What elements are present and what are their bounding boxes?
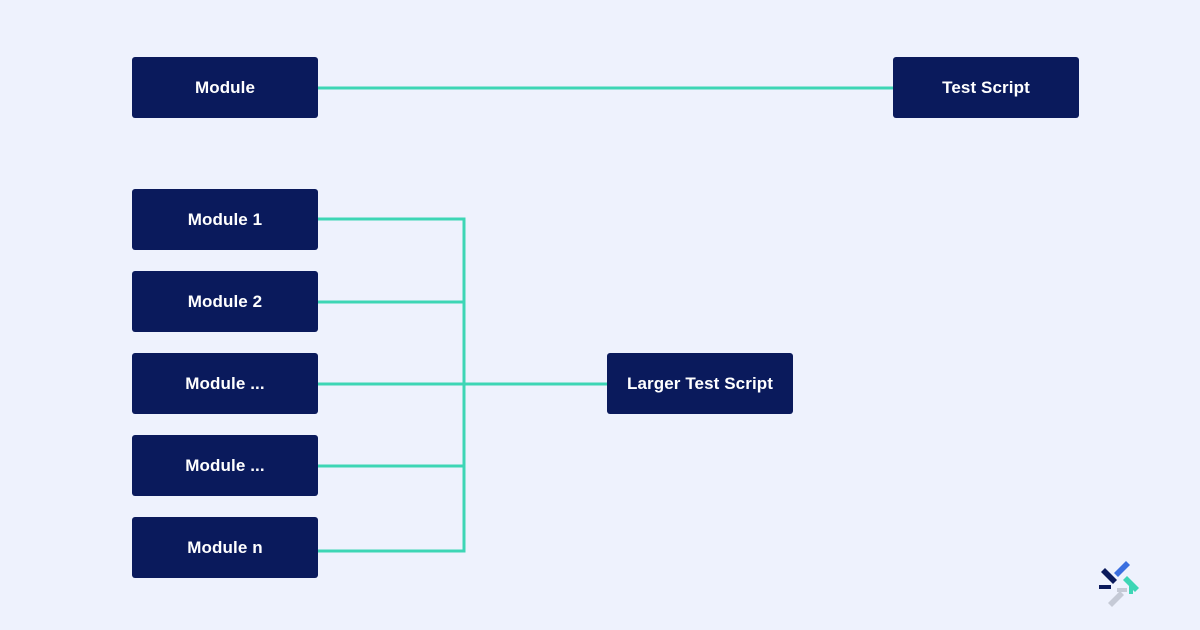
larger-test-script-box: Larger Test Script [607,353,793,414]
test-script-box-label: Test Script [942,77,1030,97]
test-script-box: Test Script [893,57,1079,118]
module-1-box-label: Module 1 [187,209,263,229]
module-ellipsis-box-2-label: Module ... [185,455,265,475]
module-2-box: Module 2 [132,271,318,332]
module-ellipsis-box-2: Module ... [132,435,318,496]
module-ellipsis-box-1: Module ... [132,353,318,414]
module-n-box-label: Module n [187,537,263,557]
brand-logo-icon [1099,561,1139,607]
module-1-box: Module 1 [132,189,318,250]
module-ellipsis-box-1-label: Module ... [185,373,265,393]
larger-test-script-box-label: Larger Test Script [626,373,774,393]
module-box-label: Module [194,77,256,97]
module-box: Module [132,57,318,118]
module-2-box-label: Module 2 [187,291,263,311]
module-n-box: Module n [132,517,318,578]
